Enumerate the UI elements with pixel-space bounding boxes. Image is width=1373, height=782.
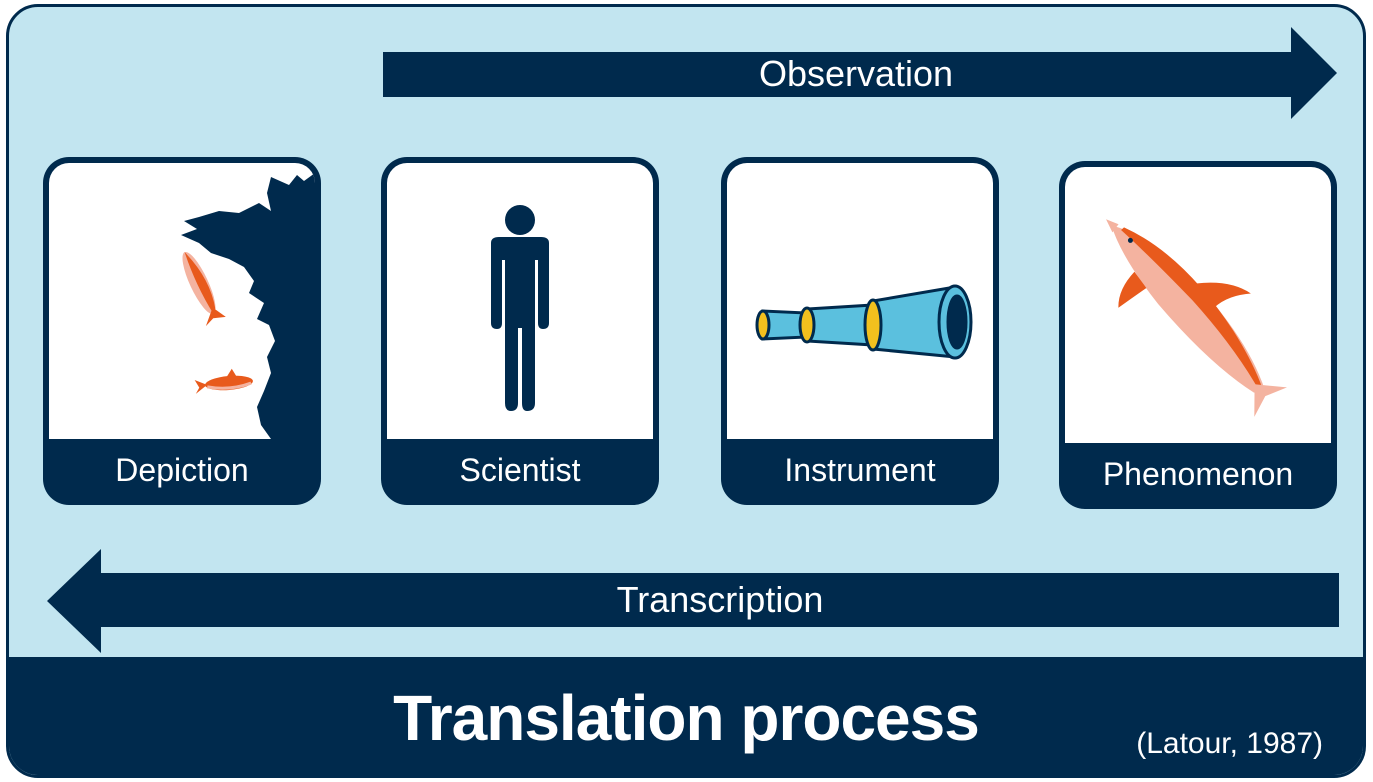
card-instrument: Instrument — [721, 157, 999, 505]
dolphin-small-2 — [194, 368, 253, 394]
dolphin-icon — [1106, 219, 1287, 417]
dolphin-small-1 — [182, 251, 226, 327]
card-phenomenon-image — [1065, 167, 1331, 443]
transcription-label: Transcription — [616, 579, 824, 620]
telescope-icon — [755, 284, 973, 360]
card-depiction: Depiction — [43, 157, 321, 505]
observation-label: Observation — [758, 53, 954, 94]
map-coast-dolphins-icon — [181, 173, 315, 439]
card-label: Instrument — [784, 452, 936, 488]
card-instrument-image — [727, 163, 993, 439]
transcription-arrow — [47, 549, 1339, 653]
card-scientist: Scientist — [381, 157, 659, 505]
card-scientist-image — [387, 163, 653, 439]
card-label: Phenomenon — [1102, 456, 1294, 492]
person-icon — [491, 205, 549, 411]
card-label: Scientist — [459, 452, 581, 488]
diagram-title: Translation process — [393, 682, 980, 754]
observation-arrow — [383, 27, 1337, 119]
card-label: Depiction — [115, 452, 249, 488]
citation: (Latour, 1987) — [1136, 727, 1323, 760]
diagram-frame: Observation Depiction — [6, 4, 1366, 778]
footer-bar: Translation process (Latour, 1987) — [9, 657, 1363, 775]
card-depiction-image — [49, 163, 315, 439]
card-phenomenon: Phenomenon — [1059, 161, 1337, 509]
